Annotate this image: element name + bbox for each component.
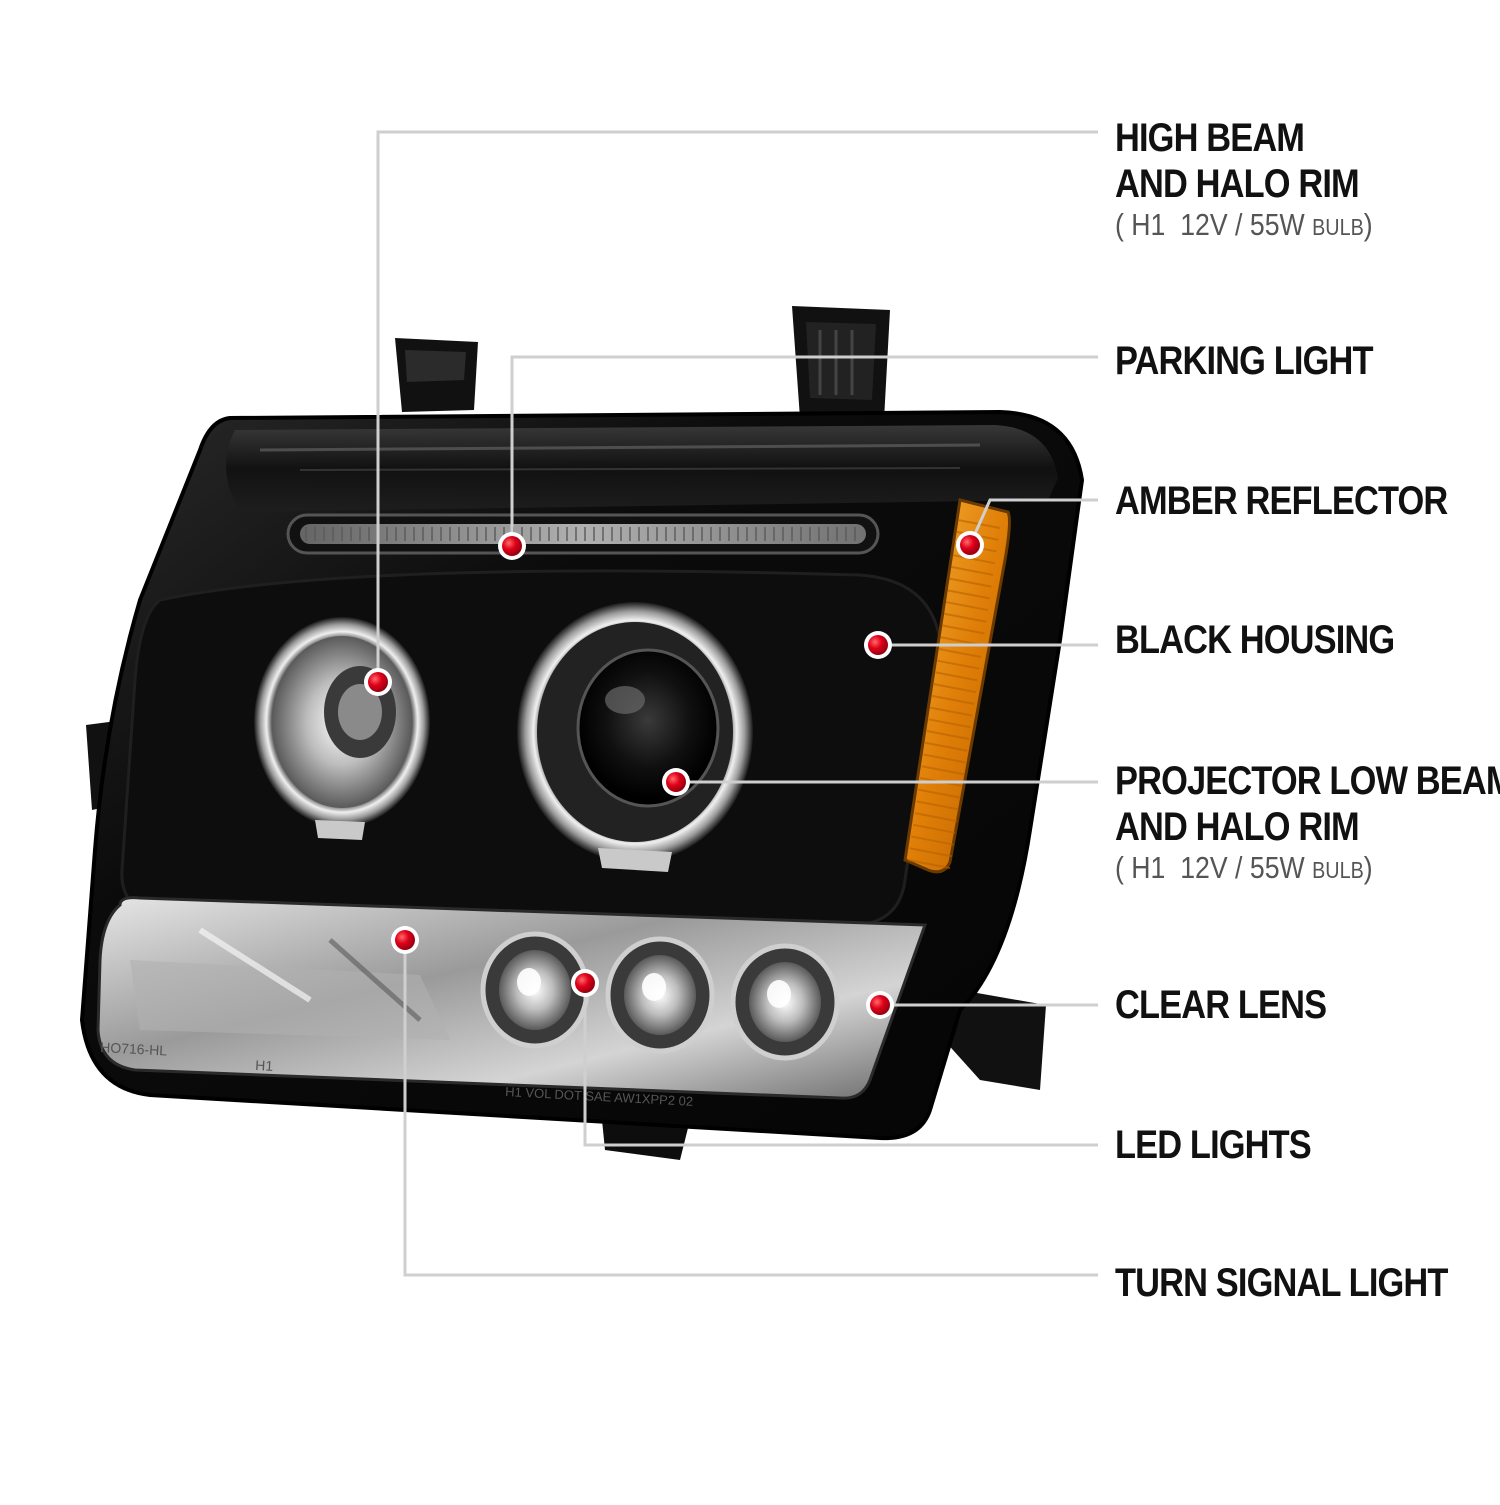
amber-reflector-panel — [903, 498, 1011, 874]
mounting-tab-right — [792, 306, 890, 420]
callout-label-amber-reflector: AMBER REFLECTOR — [1115, 478, 1448, 524]
marker-black-housing-dot — [864, 631, 892, 659]
marker-turn-signal-light-dot — [391, 926, 419, 954]
callout-label-projector-low-beam: PROJECTOR LOW BEAM AND HALO RIM ( H1 12V… — [1115, 758, 1500, 888]
marker-amber-reflector-dot — [956, 531, 984, 559]
callout-label-high-beam: HIGH BEAM AND HALO RIM ( H1 12V / 55W BU… — [1115, 115, 1373, 245]
leader-line-amber-reflector — [968, 498, 1098, 546]
leader-line-led-lights — [583, 983, 1098, 1147]
callout-label-parking-light: PARKING LIGHT — [1115, 338, 1373, 384]
callout-title: BLACK HOUSING — [1115, 618, 1395, 662]
callout-title: AMBER REFLECTOR — [1115, 479, 1448, 523]
led-pod — [605, 936, 715, 1054]
callout-title: LED LIGHTS — [1115, 1123, 1312, 1167]
callout-label-clear-lens: CLEAR LENS — [1115, 982, 1327, 1028]
leader-line-turn-signal-light — [403, 940, 1098, 1277]
bulb-spec: ( H1 12V / 55W BULB) — [1115, 850, 1373, 885]
callout-title-line-1: PROJECTOR LOW BEAM — [1115, 759, 1500, 803]
callout-title-line-2: AND HALO RIM — [1115, 805, 1360, 849]
marker-clear-lens-dot — [866, 991, 894, 1019]
callout-title: CLEAR LENS — [1115, 983, 1327, 1027]
callout-markers — [364, 531, 984, 1019]
callout-title-line-1: HIGH BEAM — [1115, 116, 1305, 160]
callout-title: PARKING LIGHT — [1115, 339, 1373, 383]
bulb-spec: ( H1 12V / 55W BULB) — [1115, 207, 1373, 242]
parking-light-strip — [286, 513, 880, 555]
mounting-tab-left — [395, 338, 478, 412]
callout-title: TURN SIGNAL LIGHT — [1115, 1261, 1448, 1305]
leader-line-parking-light — [510, 355, 1098, 546]
callout-leader-lines — [376, 130, 1098, 1277]
marker-led-lights-dot — [571, 969, 599, 997]
callout-label-led-lights: LED LIGHTS — [1115, 1122, 1312, 1168]
led-pod — [730, 943, 840, 1061]
callout-label-black-housing: BLACK HOUSING — [1115, 617, 1395, 663]
lens-marking-bulb: H1 — [255, 1057, 274, 1074]
marker-high-beam-dot — [364, 668, 392, 696]
callout-label-turn-signal-light: TURN SIGNAL LIGHT — [1115, 1260, 1448, 1306]
marker-parking-light-dot — [498, 532, 526, 560]
high-beam-halo-assembly — [254, 617, 430, 840]
led-pod — [480, 931, 590, 1049]
leader-line-high-beam — [376, 130, 1098, 682]
led-light-cluster — [480, 931, 840, 1061]
lens-marking-part-number: HO716-HL — [100, 1039, 168, 1058]
marker-projector-low-beam-dot — [662, 768, 690, 796]
callout-title-line-2: AND HALO RIM — [1115, 162, 1360, 206]
